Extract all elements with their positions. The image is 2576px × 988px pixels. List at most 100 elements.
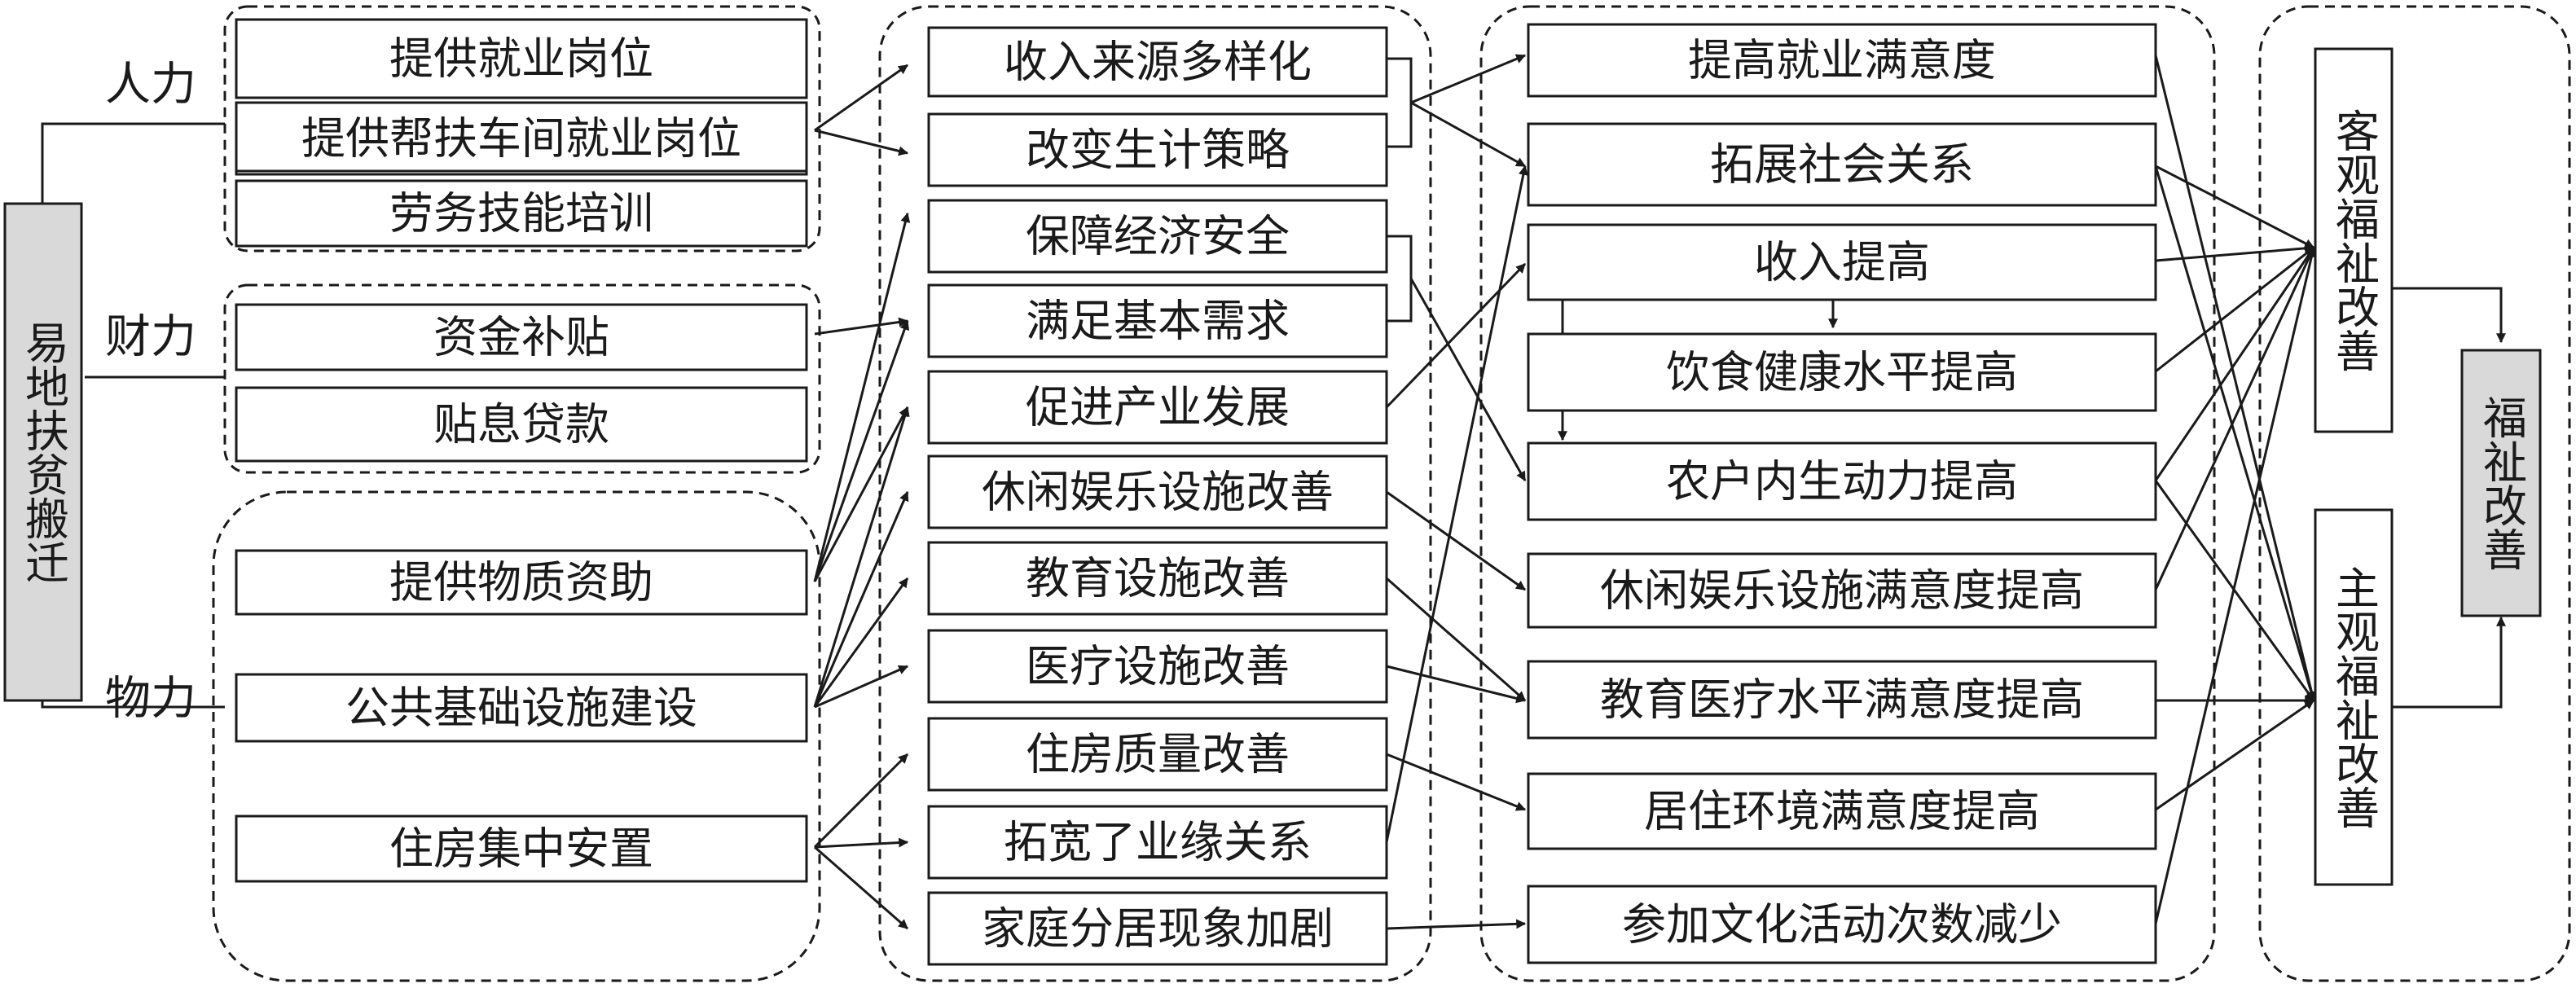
outcome-label: 教育医疗水平满意度提高 bbox=[1600, 674, 2084, 726]
input-label: 资金补贴 bbox=[433, 312, 609, 363]
outcome-node: 饮食健康水平提高 bbox=[1527, 332, 2157, 412]
input-node: 贴息贷款 bbox=[235, 386, 808, 463]
final-node: 福祉改善 bbox=[2460, 349, 2542, 617]
root-label: 易地扶贫搬迁 bbox=[18, 320, 69, 584]
outcome-group-frame bbox=[1479, 5, 2216, 982]
flow-arrow bbox=[2155, 165, 2315, 249]
flow-arrow bbox=[2155, 243, 2315, 262]
outcome-label: 居住环境满意度提高 bbox=[1644, 786, 2040, 837]
outcome-node: 收入提高 bbox=[1527, 223, 2157, 301]
material-group-frame bbox=[212, 490, 821, 982]
mechanism-node: 促进产业发展 bbox=[927, 370, 1388, 445]
mechanism-node: 拓宽了业缘关系 bbox=[927, 805, 1388, 880]
input-node: 劳务技能培训 bbox=[235, 179, 808, 248]
financial-group-frame bbox=[223, 283, 821, 474]
human-group-frame bbox=[223, 5, 821, 252]
mechanism-label: 拓宽了业缘关系 bbox=[1004, 817, 1312, 868]
outcome-label: 收入提高 bbox=[1754, 237, 1930, 288]
flow-arrow bbox=[2155, 246, 2314, 373]
input-label: 贴息贷款 bbox=[433, 399, 609, 450]
mechanism-node: 家庭分居现象加剧 bbox=[927, 891, 1388, 966]
flow-arrow bbox=[813, 212, 911, 582]
subjective-welfare-label: 主观福祉改善 bbox=[2328, 565, 2380, 829]
flow-arrow bbox=[814, 129, 909, 156]
category-label-financial: 财力 bbox=[105, 311, 196, 364]
outcome-label: 休闲娱乐设施满意度提高 bbox=[1600, 565, 2084, 617]
mechanism-label: 休闲娱乐设施改善 bbox=[982, 467, 1334, 518]
flow-arrow bbox=[2154, 55, 2317, 702]
final-label: 福祉改善 bbox=[2476, 395, 2527, 571]
mechanism-label: 满足基本需求 bbox=[1026, 296, 1290, 347]
mechanism-label: 医疗设施改善 bbox=[1026, 641, 1290, 692]
mechanism-node: 休闲娱乐设施改善 bbox=[927, 454, 1388, 529]
flow-arrow bbox=[814, 64, 908, 132]
input-label: 劳务技能培训 bbox=[389, 188, 653, 239]
flow-arrow bbox=[1386, 577, 1526, 702]
mechanism-label: 改变生计策略 bbox=[1026, 125, 1290, 176]
outcome-node: 教育医疗水平满意度提高 bbox=[1527, 660, 2157, 740]
flow-arrow bbox=[2392, 616, 2506, 709]
flow-arrow bbox=[2154, 246, 2315, 591]
bracket-line bbox=[1387, 57, 1413, 148]
mechanism-label: 教育设施改善 bbox=[1026, 553, 1290, 604]
outcome-label: 提高就业满意度 bbox=[1688, 35, 1996, 86]
outcome-node: 提高就业满意度 bbox=[1527, 23, 2157, 98]
mechanism-label: 促进产业发展 bbox=[1026, 382, 1290, 433]
input-label: 提供帮扶车间就业岗位 bbox=[301, 113, 741, 165]
mechanism-label: 家庭分居现象加剧 bbox=[982, 903, 1334, 955]
flow-arrow bbox=[813, 406, 909, 582]
outcome-label: 饮食健康水平提高 bbox=[1666, 347, 2018, 398]
mechanism-node: 住房质量改善 bbox=[927, 717, 1388, 792]
outcome-label: 参加文化活动次数减少 bbox=[1622, 899, 2062, 951]
root-branch-line bbox=[41, 122, 225, 204]
objective-welfare-node: 客观福祉改善 bbox=[2314, 47, 2394, 433]
outcome-label: 农户内生动力提高 bbox=[1666, 456, 2018, 507]
outcome-node: 拓展社会关系 bbox=[1527, 122, 2157, 207]
flow-arrow bbox=[1410, 101, 1527, 168]
subjective-welfare-node: 主观福祉改善 bbox=[2314, 508, 2394, 886]
input-label: 提供物质资助 bbox=[389, 557, 653, 608]
mechanism-node: 医疗设施改善 bbox=[927, 629, 1388, 704]
category-label-human: 人力 bbox=[105, 59, 196, 112]
input-label: 公共基础设施建设 bbox=[345, 683, 697, 734]
input-node: 提供就业岗位 bbox=[235, 18, 808, 99]
input-node: 资金补贴 bbox=[235, 303, 808, 371]
flow-arrow bbox=[2155, 699, 2314, 811]
flow-arrow bbox=[1386, 665, 1527, 704]
mechanism-label: 保障经济安全 bbox=[1026, 211, 1290, 262]
mechanism-node: 满足基本需求 bbox=[927, 283, 1388, 358]
flow-arrow bbox=[2154, 165, 2316, 702]
flow-arrow bbox=[813, 406, 910, 708]
root-node: 易地扶贫搬迁 bbox=[3, 202, 83, 702]
mechanism-label: 住房质量改善 bbox=[1026, 729, 1290, 780]
flow-arrow bbox=[1386, 919, 1527, 930]
flow-arrow bbox=[814, 665, 909, 709]
flow-arrow bbox=[1386, 753, 1527, 811]
flow-arrow bbox=[1385, 165, 1528, 843]
input-label: 提供就业岗位 bbox=[389, 33, 653, 85]
outcome-node: 休闲娱乐设施满意度提高 bbox=[1527, 552, 2157, 629]
flow-arrow bbox=[814, 317, 909, 336]
outcome-node: 农户内生动力提高 bbox=[1527, 441, 2157, 521]
flow-arrow bbox=[813, 319, 910, 582]
flow-arrow bbox=[814, 837, 909, 849]
outcome-node: 居住环境满意度提高 bbox=[1527, 772, 2157, 850]
mechanism-node: 收入来源多样化 bbox=[927, 26, 1388, 98]
input-node: 住房集中安置 bbox=[235, 815, 808, 883]
flow-arrow bbox=[1386, 490, 1526, 591]
flow-arrow bbox=[814, 845, 908, 930]
input-label: 住房集中安置 bbox=[389, 823, 653, 875]
input-node: 提供帮扶车间就业岗位 bbox=[235, 101, 808, 176]
flow-arrow bbox=[1385, 262, 1527, 409]
mechanism-node: 改变生计策略 bbox=[927, 112, 1388, 187]
welfare-group-frame bbox=[2258, 5, 2571, 982]
flow-arrow bbox=[1410, 54, 1527, 104]
input-node: 提供物质资助 bbox=[235, 549, 808, 616]
input-node: 公共基础设施建设 bbox=[235, 673, 808, 743]
category-label-material: 物力 bbox=[105, 673, 196, 726]
flow-arrow bbox=[2154, 246, 2317, 924]
flow-arrow bbox=[1409, 278, 1527, 482]
flow-arrow bbox=[2154, 247, 2315, 481]
mechanism-node: 保障经济安全 bbox=[927, 199, 1388, 274]
